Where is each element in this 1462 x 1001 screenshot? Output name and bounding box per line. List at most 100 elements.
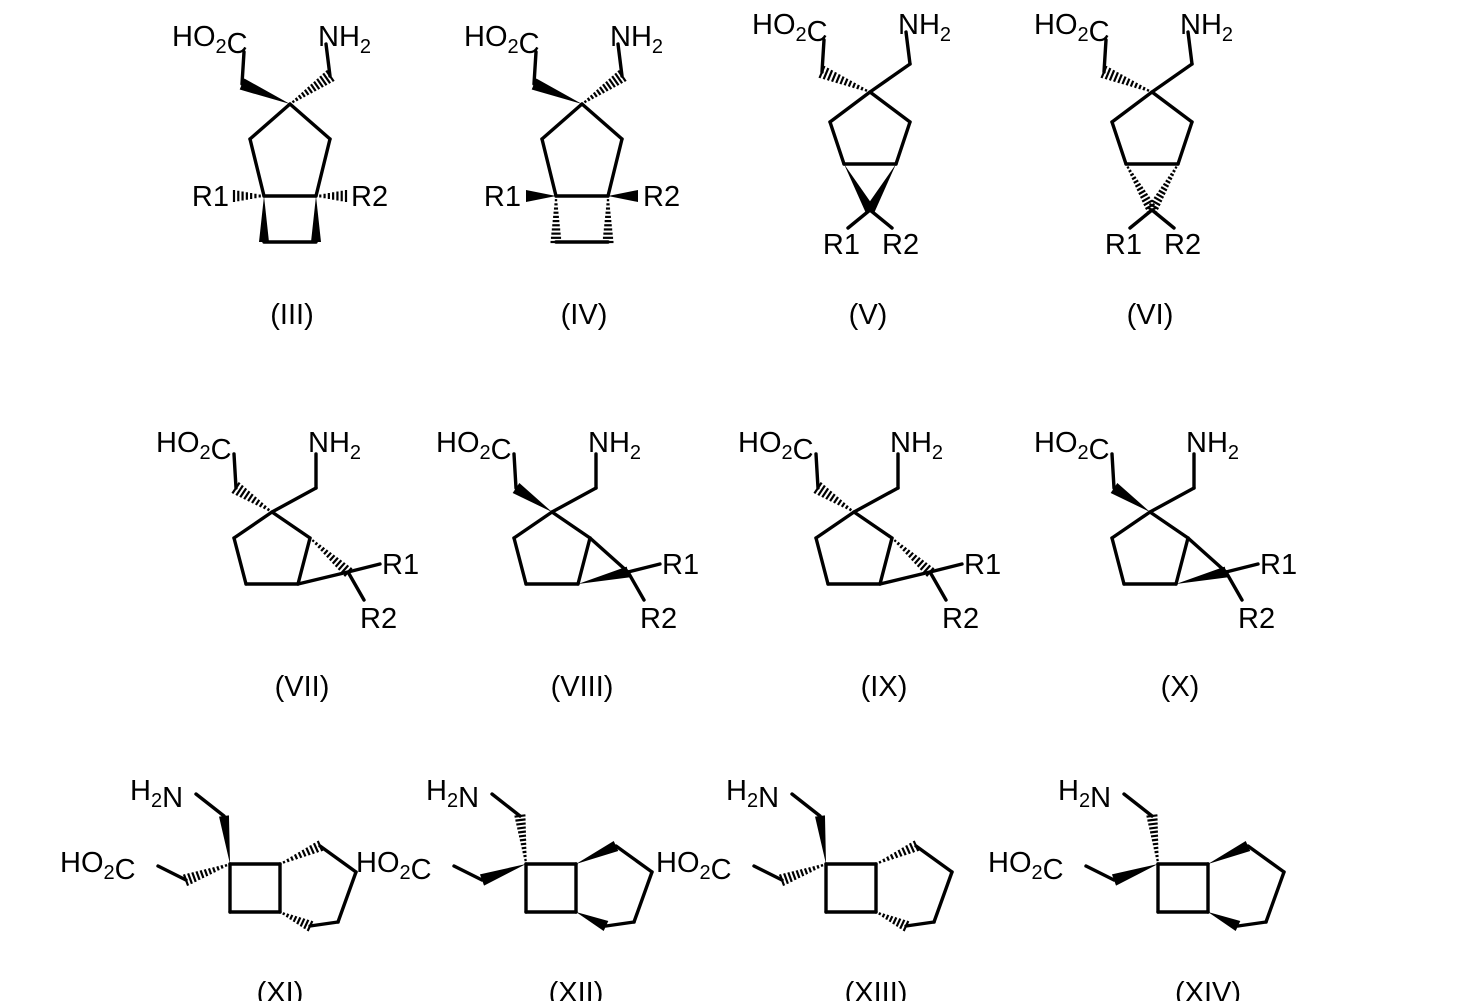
hash-mark (292, 915, 298, 923)
wedge-bond (1208, 840, 1251, 864)
bond (868, 62, 912, 94)
bond (512, 536, 528, 586)
bond (868, 90, 912, 124)
structure-caption: (VIII) (551, 671, 614, 703)
bond (904, 30, 912, 66)
bond (932, 870, 954, 924)
hash-mark (319, 75, 328, 86)
amine-label: NH2 (1180, 9, 1233, 46)
hash-mark (881, 913, 886, 918)
r1-label: R1 (823, 229, 860, 261)
hash-mark (902, 546, 908, 552)
amine-label: NH2 (588, 427, 641, 464)
bond (632, 870, 654, 924)
hash-mark (1117, 74, 1123, 84)
hash-mark (1162, 182, 1170, 188)
hash-mark (913, 557, 921, 565)
hash-mark (595, 89, 602, 96)
hash-mark (1131, 176, 1137, 181)
bond (894, 120, 912, 166)
wedge-bond (1111, 864, 1158, 886)
hash-mark (1172, 169, 1176, 173)
hash-mark (1153, 196, 1163, 203)
bond (1150, 62, 1194, 94)
bond (318, 844, 358, 874)
amine-label: NH2 (610, 21, 663, 58)
hash-mark (328, 554, 336, 562)
hash-mark (831, 71, 837, 83)
structure-caption: (X) (1161, 671, 1200, 703)
hash-mark (893, 539, 897, 543)
bond (904, 920, 936, 928)
hash-mark (888, 915, 894, 923)
hash-mark (312, 842, 320, 853)
bond (1110, 510, 1152, 540)
bond (928, 570, 948, 602)
carboxylic-acid-label: HO2C (656, 847, 732, 886)
hash-mark (843, 78, 849, 86)
amine-label: NH2 (308, 427, 361, 464)
hash-mark (247, 493, 254, 502)
hash-mark (313, 80, 321, 90)
hash-mark (301, 849, 307, 857)
carboxylic-acid-label: HO2C (156, 427, 232, 466)
bond (588, 536, 630, 574)
carboxylic-acid-label: HO2C (172, 21, 248, 60)
hash-mark (251, 496, 257, 504)
hash-mark (912, 840, 920, 852)
hash-mark (608, 78, 616, 88)
hash-mark (297, 851, 303, 859)
hash-mark (1121, 76, 1127, 85)
hash-mark (1167, 176, 1173, 181)
hash-mark (905, 844, 911, 855)
carboxylic-acid-label: HO2C (60, 847, 136, 886)
hash-mark (296, 916, 302, 925)
bond (580, 102, 624, 141)
hash-mark (199, 869, 205, 879)
hash-mark (1142, 86, 1146, 91)
bond (232, 510, 274, 540)
hash-mark (1125, 78, 1131, 86)
hash-mark (919, 562, 928, 571)
hash-mark (1138, 84, 1142, 90)
wedge-bond (576, 840, 619, 864)
bond (1264, 870, 1286, 924)
bond (336, 870, 358, 924)
bond (270, 510, 312, 540)
hash-mark (235, 484, 244, 496)
bond (868, 208, 894, 230)
hash-mark (1143, 199, 1153, 207)
hash-mark (1149, 826, 1158, 830)
bond (1110, 90, 1154, 124)
hash-mark (885, 914, 890, 921)
hash-mark (521, 846, 527, 850)
hash-mark (908, 551, 914, 559)
bond (1110, 452, 1116, 490)
hash-mark (1155, 192, 1165, 199)
hash-mark (1133, 179, 1139, 184)
hash-mark (317, 544, 322, 549)
structure-caption: (XIV) (1175, 977, 1241, 1001)
bond (248, 102, 292, 141)
bond (346, 562, 382, 574)
hash-mark (322, 72, 332, 84)
bond (296, 570, 350, 586)
bond (1150, 90, 1194, 124)
hash-mark (833, 496, 839, 504)
hash-mark (605, 80, 613, 90)
hash-mark (589, 94, 595, 100)
hash-mark (1141, 196, 1151, 203)
hash-mark (297, 94, 303, 100)
hash-mark (254, 499, 261, 506)
hash-mark (611, 75, 620, 86)
bond (846, 208, 872, 230)
hash-mark (844, 505, 849, 510)
r1-label: R1 (1105, 229, 1142, 261)
hash-mark (602, 83, 609, 92)
hash-mark (1165, 179, 1171, 184)
wedge-bond (259, 196, 269, 242)
hash-mark (1146, 88, 1150, 92)
hash-mark (889, 853, 895, 860)
